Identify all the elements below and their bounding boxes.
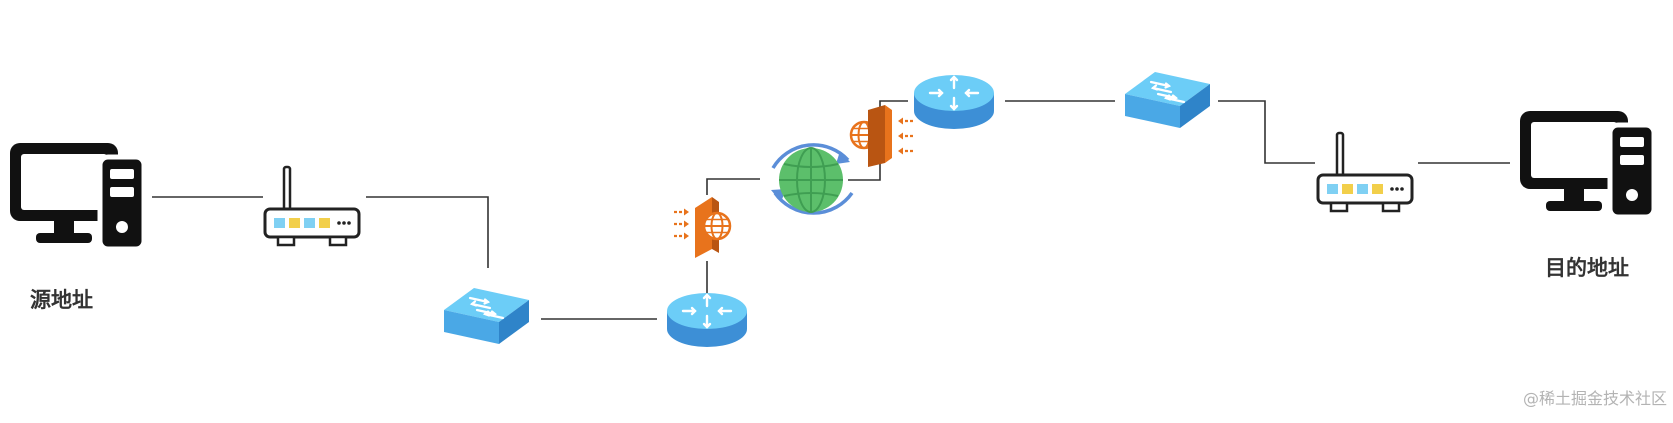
link-firewall-to-router (879, 100, 908, 108)
destination-router-icon (912, 73, 996, 131)
destination-wireless-router-icon (1316, 131, 1414, 213)
source-firewall-icon (672, 197, 732, 258)
destination-computer-icon (1520, 111, 1654, 217)
source-switch-icon (442, 286, 531, 346)
link-firewall-to-internet (706, 178, 760, 195)
destination-firewall-icon (849, 105, 915, 167)
watermark: @稀土掘金技术社区 (1522, 389, 1667, 408)
source-router-icon (665, 291, 749, 349)
destination-address-label: 目的地址 (1545, 256, 1629, 280)
source-address-label: 源地址 (30, 288, 93, 312)
source-computer-icon (10, 143, 144, 249)
connection-lines (152, 100, 1510, 320)
link-internet-to-firewall (848, 162, 881, 181)
destination-switch-icon (1123, 70, 1212, 130)
link-switch-to-wifi (1218, 100, 1315, 164)
internet-globe-icon (771, 143, 854, 215)
source-wireless-router-icon (263, 165, 361, 247)
link-wifi-to-switch (366, 196, 489, 268)
